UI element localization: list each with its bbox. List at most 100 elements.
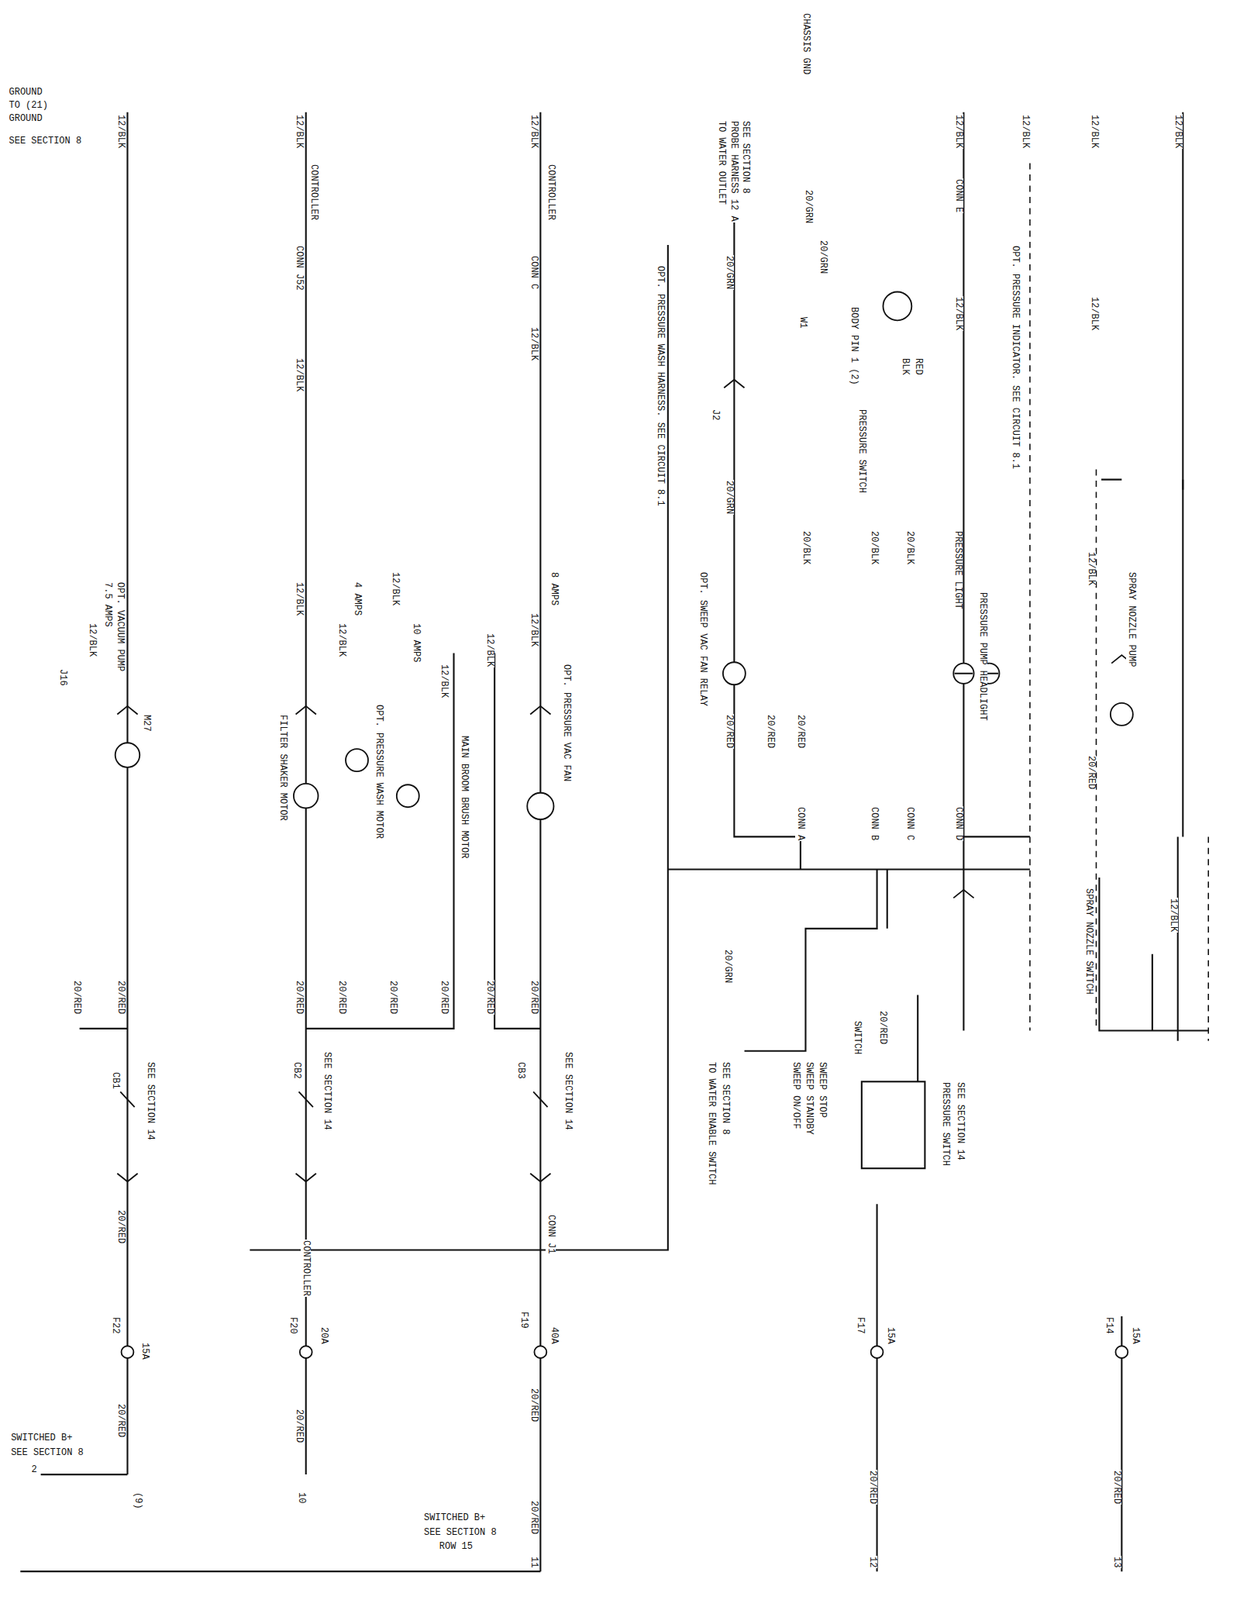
wire-label: CONTROLLER xyxy=(308,163,319,221)
wire-label: OPT. PRESSURE WASH HARNESS. SEE CIRCUIT … xyxy=(654,265,665,507)
wire-label: 12/BLK xyxy=(336,622,347,658)
wire-label: CONN E xyxy=(953,178,964,214)
wire-label: 20/RED xyxy=(1111,1469,1122,1505)
wire-label: GROUND xyxy=(8,87,44,98)
wire-label: SWEEP STANDBY xyxy=(803,1060,814,1136)
wire-label: CONN C xyxy=(904,806,915,841)
wire-label: 20/GRN xyxy=(817,239,828,275)
wire-label: CONTROLLER xyxy=(545,163,556,221)
wire-label: 12/BLK xyxy=(484,632,495,668)
wire-label: 20/RED xyxy=(484,979,495,1015)
wire-label: 20/BLK xyxy=(868,530,879,565)
wire-label: 12/BLK xyxy=(115,113,126,149)
wire-label: SWITCH xyxy=(851,1019,862,1055)
wire-label: CB2 xyxy=(291,1060,302,1080)
wire-label: 12/BLK xyxy=(1172,113,1183,149)
wire-label: 20/RED xyxy=(387,979,398,1015)
wire-label: RED xyxy=(912,357,924,376)
wire-label: 13 xyxy=(1111,1555,1122,1568)
wire-label: J2 xyxy=(709,408,720,421)
wire-label: SEE SECTION 8 xyxy=(719,1060,731,1136)
wire-label: 15A xyxy=(1129,1326,1141,1345)
wire-label: 20/GRN xyxy=(723,479,734,515)
wire-label: 12/BLK xyxy=(953,113,964,149)
wire-label: OPT. PRESSURE VAC FAN xyxy=(561,663,572,782)
wire-label: 12/BLK xyxy=(1167,897,1178,933)
wire-label: 20/RED xyxy=(115,979,126,1015)
wire-label: 20/RED xyxy=(795,713,806,749)
wire-label: SEE SECTION 8 xyxy=(423,1527,498,1538)
wire-label: 20/RED xyxy=(438,979,449,1015)
wire-label: 20/GRN xyxy=(722,948,733,984)
wire-label: SPRAY NOZZLE PUMP xyxy=(1126,571,1137,668)
wire-label: FILTER SHAKER MOTOR xyxy=(277,713,288,822)
wire-label: TO WATER OUTLET xyxy=(716,120,727,206)
wire-label: 12/BLK xyxy=(438,663,449,699)
wire-label: 10 AMPS xyxy=(410,622,421,663)
wire-label: CB3 xyxy=(515,1060,526,1080)
wire-label: J16 xyxy=(57,668,68,687)
wire-label: SEE SECTION 14 xyxy=(954,1081,965,1161)
wire-label: SWEEP STOP xyxy=(816,1060,827,1119)
wire-label: 12/BLK xyxy=(1019,113,1030,149)
wire-label: 15A xyxy=(885,1326,896,1345)
wire-label: CONN C xyxy=(528,254,539,290)
wire-label: 20/RED xyxy=(867,1469,878,1505)
wire-label: 10 xyxy=(296,1491,307,1504)
wire-label: SEE SECTION 8 xyxy=(10,1447,85,1458)
wire-label: 20/RED xyxy=(336,979,347,1015)
wire-label: OPT. VACUUM PUMP xyxy=(114,581,125,672)
wire-label: OPT. PRESSURE WASH MOTOR xyxy=(373,703,384,840)
wire-label: F22 xyxy=(110,1315,121,1335)
wire-label: SPRAY NOZZLE SWITCH xyxy=(1083,887,1094,996)
wire-label: 20/GRN xyxy=(802,189,813,224)
wire-label: F19 xyxy=(518,1310,529,1330)
wire-label: 20/RED xyxy=(115,1402,126,1438)
wire-label: 7.5 AMPS xyxy=(102,581,113,628)
wire-label: ROW 15 xyxy=(438,1541,474,1552)
wire-label: OPT. SWEEP VAC FAN RELAY xyxy=(697,571,708,707)
wire-label: 20/RED xyxy=(528,979,539,1015)
wire-label: F17 xyxy=(854,1315,865,1335)
wire-label: CONTROLLER xyxy=(300,1239,311,1297)
wire-label: 20/RED xyxy=(115,1209,126,1244)
wire-label: 12/BLK xyxy=(389,571,400,607)
wire-label: 20/RED xyxy=(528,1387,539,1423)
wire-label: 20/RED xyxy=(528,1499,539,1535)
wire-label: 20/RED xyxy=(764,713,775,749)
wire-label: 12/BLK xyxy=(293,113,304,149)
wire-label: 12/BLK xyxy=(1085,551,1096,586)
wire-label: F14 xyxy=(1103,1315,1114,1335)
wire-label: (9) xyxy=(132,1491,143,1510)
wire-label: 12/BLK xyxy=(293,581,304,617)
wire-label: BODY PIN 1 (2) xyxy=(848,306,859,386)
wire-label: CONN D xyxy=(953,806,964,841)
wire-label: CONN B xyxy=(868,806,879,841)
wire-label: OPT. PRESSURE INDICATOR. SEE CIRCUIT 8.1 xyxy=(1009,244,1020,470)
wire-label: BLK xyxy=(899,357,910,376)
wire-label: 20A xyxy=(318,1326,329,1345)
wire-label: 4 AMPS xyxy=(351,581,362,617)
wire-label: SEE SECTION 14 xyxy=(321,1050,332,1131)
wire-label: SWITCHED B+ xyxy=(10,1432,73,1444)
wire-label: PROBE HARNESS 12 A xyxy=(728,120,739,223)
wire-label: SWITCHED B+ xyxy=(423,1512,486,1523)
wire-label: TO WATER ENABLE SWITCH xyxy=(706,1060,717,1185)
wire-label: SEE SECTION 8 xyxy=(8,136,83,147)
wire-label: M27 xyxy=(141,713,152,733)
wire-label: 8 AMPS xyxy=(548,571,559,607)
wire-label: CHASSIS GND xyxy=(800,12,811,76)
wire-label: MAIN BROOM BRUSH MOTOR xyxy=(458,734,469,859)
wire-label: 20/BLK xyxy=(904,530,915,565)
wire-label: W1 xyxy=(797,316,808,329)
wire-label: 11 xyxy=(528,1555,539,1568)
wire-label: 20/BLK xyxy=(800,530,811,565)
wire-label: 40A xyxy=(548,1326,559,1345)
wire-label: PRESSURE SWITCH xyxy=(856,408,867,494)
wire-label: 20/RED xyxy=(71,979,82,1015)
wire-label: CONN J52 xyxy=(293,244,304,292)
wire-label: CONN A xyxy=(795,806,806,841)
wire-label: 20/RED xyxy=(293,1408,304,1444)
wire-label: 12 xyxy=(867,1555,878,1568)
